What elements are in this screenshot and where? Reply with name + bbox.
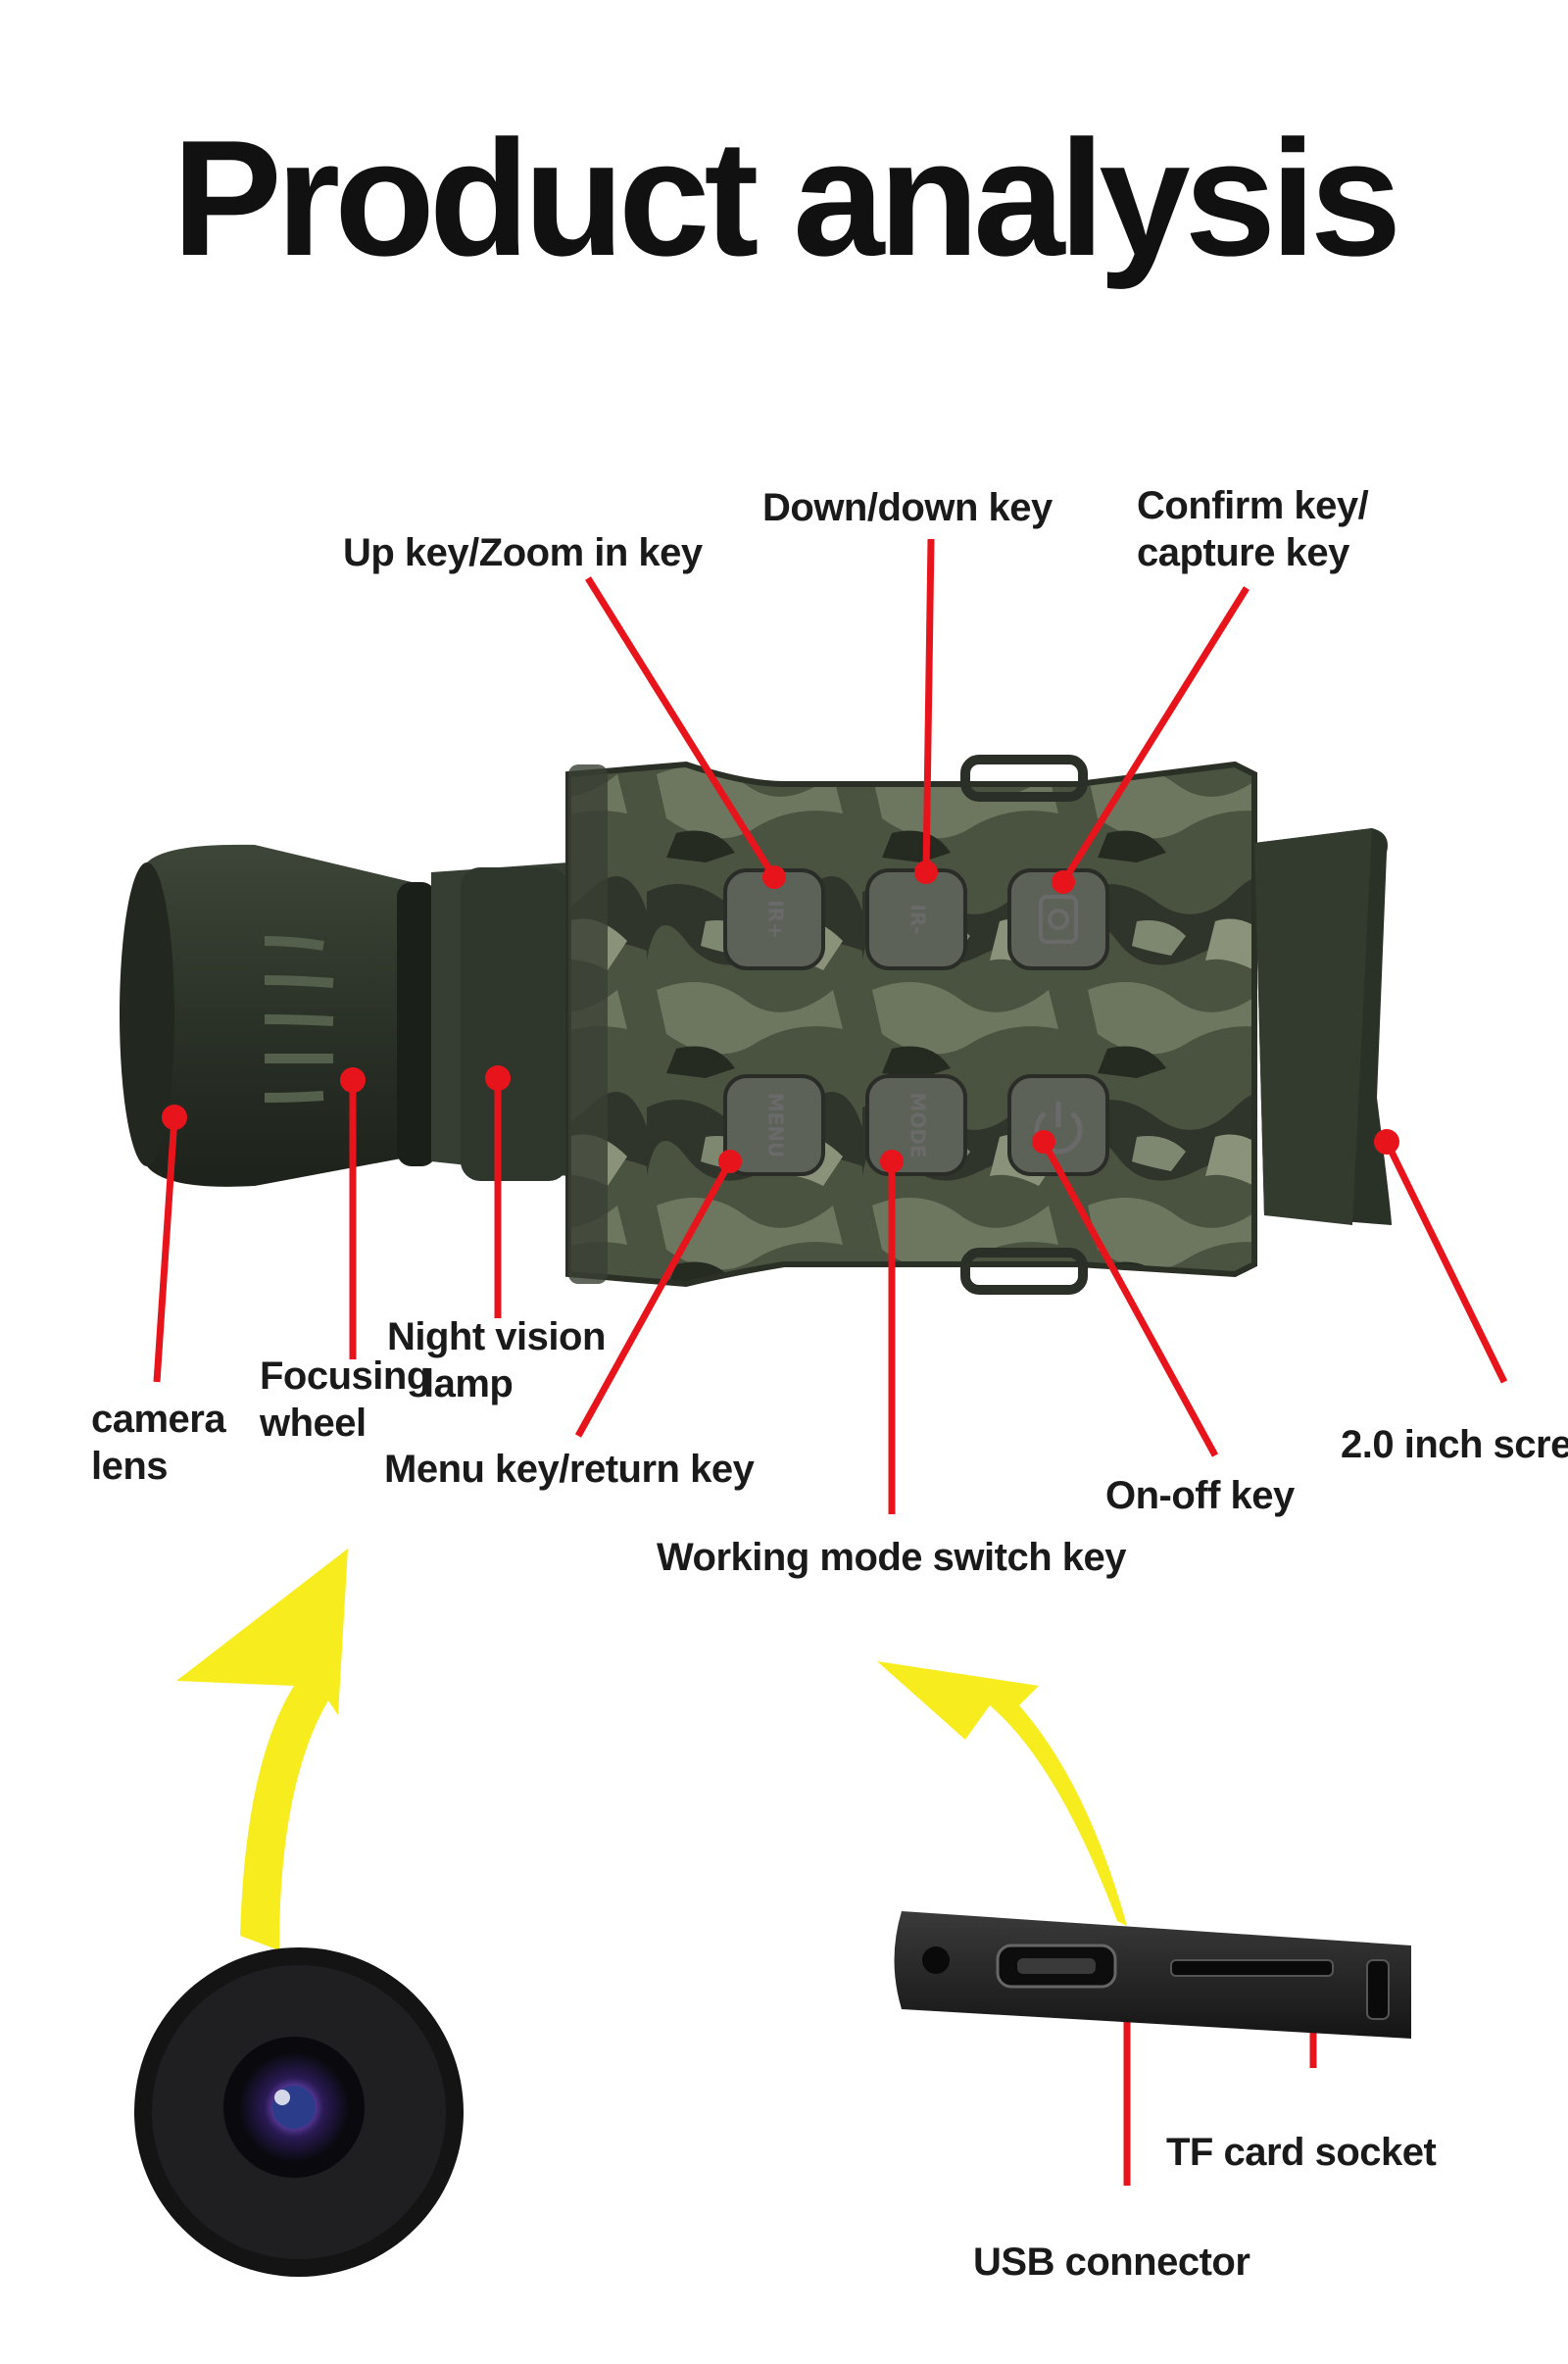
up-key-text: IR+ — [764, 900, 788, 939]
usb-connector-label: USB connector — [973, 2241, 1250, 2284]
lens-closeup — [134, 1947, 464, 2277]
down-key-label: Down/down key — [762, 486, 1053, 529]
camera-key-icon — [1039, 895, 1078, 944]
down-key-text: IR- — [906, 904, 930, 934]
menu-key-text: MENU — [764, 1093, 788, 1158]
right-yellow-arrow — [877, 1661, 1127, 1926]
pointer-lines — [153, 538, 1508, 2186]
pointer-dots — [162, 861, 1399, 1983]
eyecup-tube — [120, 844, 568, 1187]
confirm-key-label-line2: capture key — [1137, 531, 1349, 574]
confirm-key-label-line1: Confirm key/ — [1137, 484, 1369, 527]
night-vision-label-line2: lamp — [423, 1362, 514, 1405]
screen-hood — [1254, 828, 1392, 1225]
focusing-wheel-label-line1: Focusing — [260, 1354, 430, 1398]
button-grid: IR+ IR- MENU MODE — [723, 868, 1109, 1176]
power-key-icon — [1034, 1102, 1083, 1155]
working-mode-key-label: Working mode switch key — [657, 1536, 1127, 1579]
device-bottom — [894, 1911, 1411, 2039]
device-body — [565, 755, 1257, 1295]
tf-card-label: TF card socket — [1166, 2131, 1437, 2174]
left-yellow-arrow — [176, 1549, 348, 1950]
camera-lens-label-line2: lens — [91, 1445, 169, 1488]
focusing-wheel-label-line2: wheel — [260, 1402, 367, 1445]
menu-key-label: Menu key/return key — [384, 1448, 755, 1491]
screen-label: 2.0 inch scre — [1341, 1423, 1568, 1466]
night-vision-label-line1: Night vision — [387, 1315, 606, 1358]
up-key-label: Up key/Zoom in key — [343, 531, 703, 574]
mode-key-text: MODE — [906, 1092, 930, 1157]
page-title: Product analysis — [172, 106, 1402, 290]
on-off-key-label: On-off key — [1105, 1474, 1295, 1517]
camera-lens-label-line1: camera — [91, 1398, 226, 1441]
